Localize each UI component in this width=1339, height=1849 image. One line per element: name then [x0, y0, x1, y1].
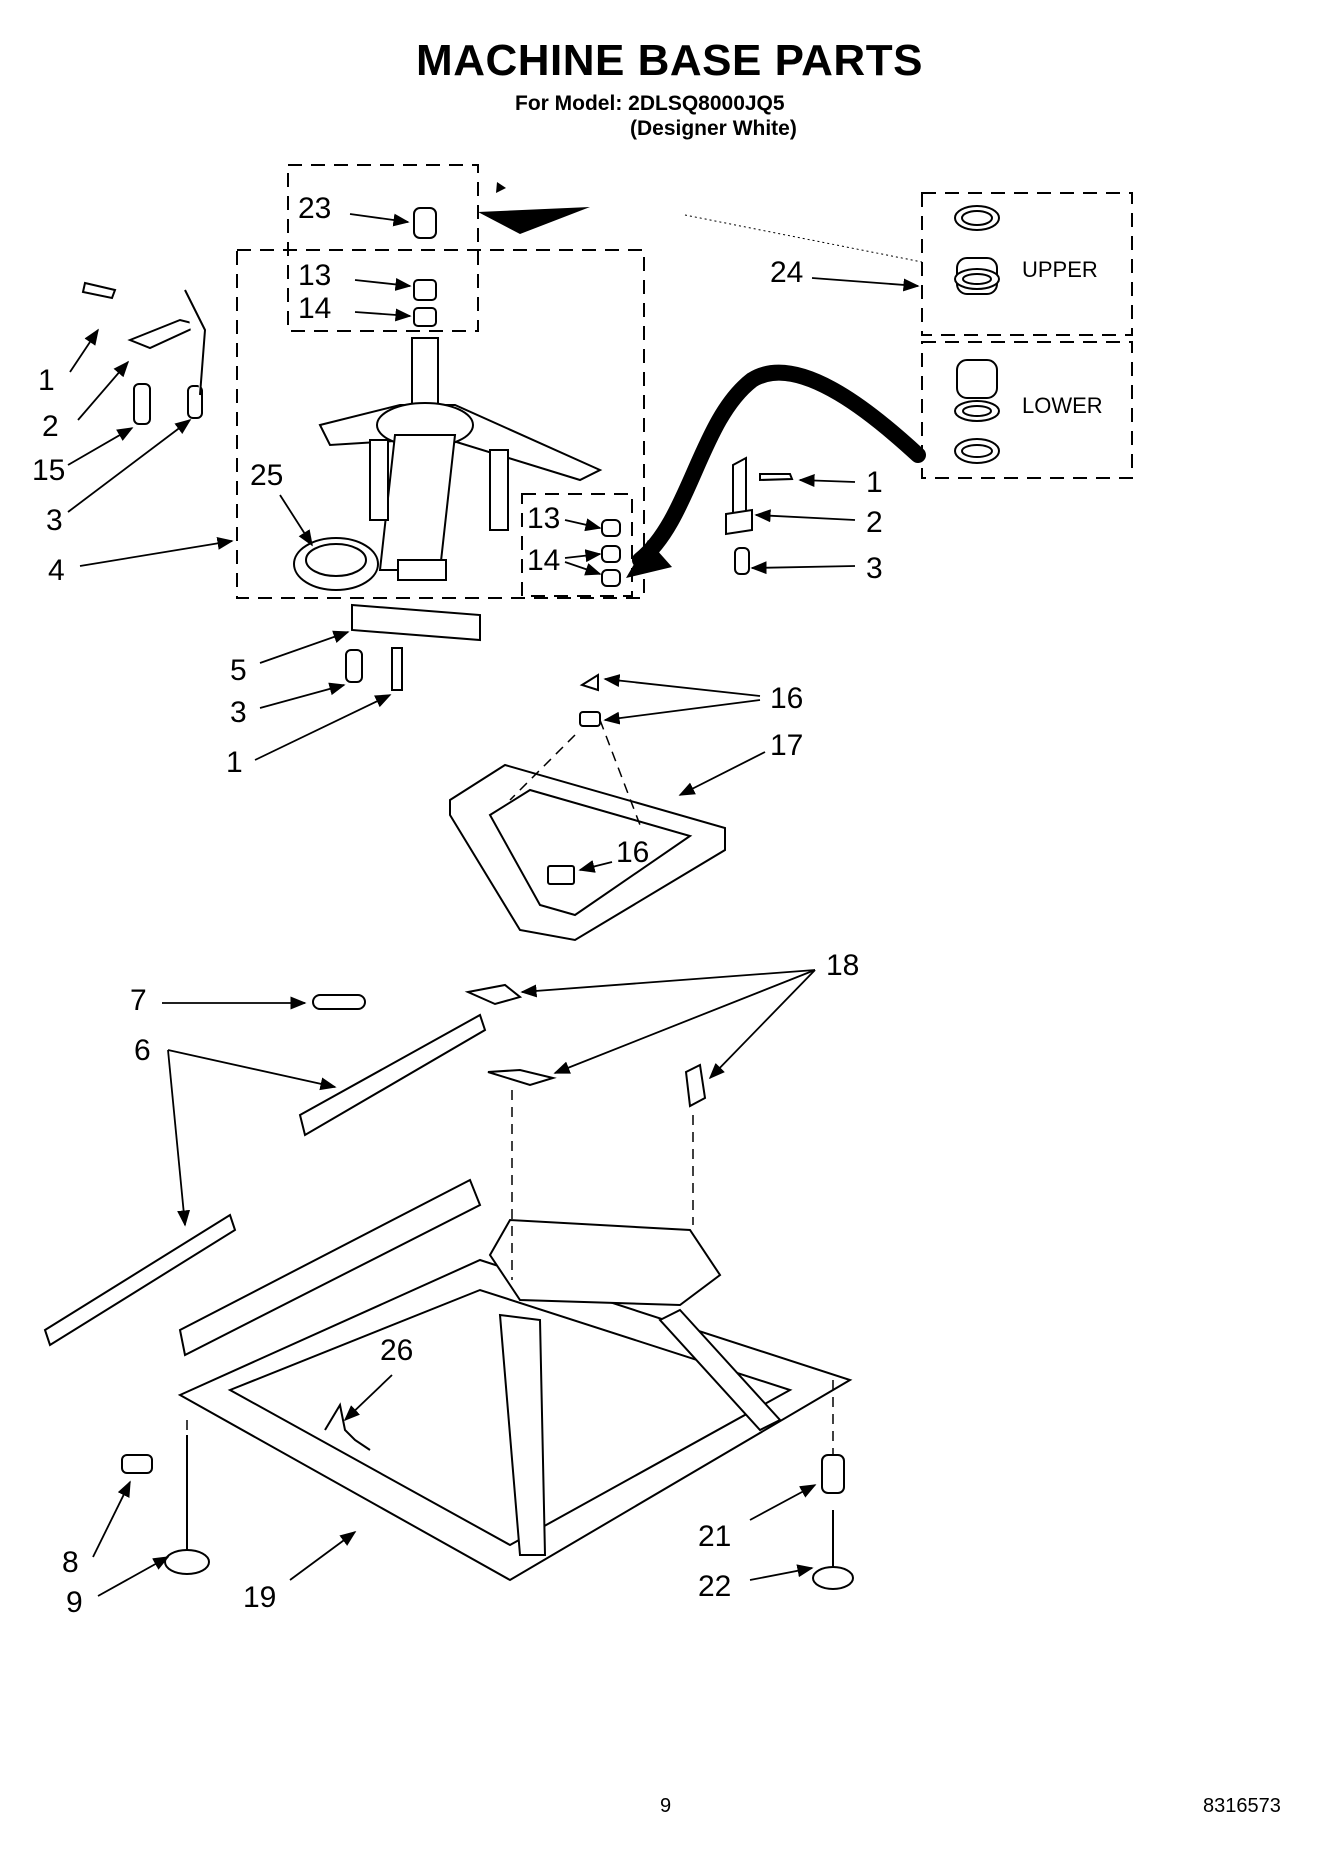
alignment-lines: [186, 719, 834, 1455]
callout-6: 6: [134, 1034, 151, 1067]
base-bolt-26: [324, 1402, 371, 1451]
dashed-group-boxes: [236, 164, 1133, 599]
document-number: 8316573: [1203, 1795, 1281, 1817]
callout-5: 5: [230, 654, 247, 687]
callout-16-top: 16: [770, 682, 803, 715]
callout-2-right: 2: [866, 506, 883, 539]
model-line: For Model: 2DLSQ8000JQ5: [515, 92, 785, 115]
callout-14-top: 14: [298, 292, 331, 325]
machine-base-frame: [177, 1178, 853, 1582]
upper-bearing-label: UPPER: [1022, 257, 1098, 282]
upper-bearing-box: [921, 192, 1133, 336]
dotted-connector: [684, 214, 923, 263]
callout-8: 8: [62, 1546, 79, 1579]
callout-16-frame: 16: [616, 836, 649, 869]
callout-7: 7: [130, 984, 147, 1017]
callout-1-right: 1: [866, 466, 883, 499]
page-number: 9: [660, 1795, 672, 1817]
curved-arrow-head: [626, 540, 672, 578]
lower-bearing-box: [921, 341, 1133, 479]
callout-4: 4: [48, 554, 65, 587]
callout-17: 17: [770, 729, 803, 762]
drive-hub-box: [236, 249, 645, 599]
callout-21: 21: [698, 1520, 731, 1553]
callout-25: 25: [250, 459, 283, 492]
right-mount-parts: [725, 456, 794, 575]
drive-hub-assembly: [318, 337, 603, 581]
callout-1-left: 1: [38, 364, 55, 397]
snubber-pads: [601, 519, 621, 587]
variant-line: (Designer White): [630, 117, 797, 140]
base-clips-and-straps: [43, 983, 707, 1347]
callout-3-right: 3: [866, 552, 883, 585]
callout-3-lower: 3: [230, 696, 247, 729]
callout-9: 9: [66, 1586, 83, 1619]
wedge-arrow: [478, 207, 590, 234]
callout-3-left: 3: [46, 504, 63, 537]
leader-arrows: [67, 213, 920, 1597]
leveling-legs: [121, 1435, 854, 1590]
snubber-box: [521, 493, 633, 597]
lower-bearing-label: LOWER: [1022, 393, 1103, 418]
small-triangle-marker: [496, 182, 506, 193]
callout-13-snubber: 13: [527, 502, 560, 535]
callout-26: 26: [380, 1334, 413, 1367]
lower-hub-bracket: [345, 603, 481, 691]
callout-13-top: 13: [298, 259, 331, 292]
callout-18: 18: [826, 949, 859, 982]
tub-ring: [293, 537, 379, 591]
page-title: MACHINE BASE PARTS: [416, 36, 923, 85]
left-mount-parts: [81, 281, 207, 425]
callout-2-left: 2: [42, 410, 59, 443]
callout-14-snubber: 14: [527, 544, 560, 577]
callout-15: 15: [32, 454, 65, 487]
base-top-frame: [449, 673, 726, 942]
callout-19: 19: [243, 1581, 276, 1614]
shaft-cap-box: [287, 164, 479, 332]
curved-indicator-arrow: [632, 364, 926, 568]
callout-1-lower: 1: [226, 746, 243, 779]
callout-23: 23: [298, 192, 331, 225]
callout-22: 22: [698, 1570, 731, 1603]
shaft-caps: [413, 207, 437, 327]
bearing-kit-parts: [954, 205, 1000, 464]
callout-24: 24: [770, 256, 803, 289]
